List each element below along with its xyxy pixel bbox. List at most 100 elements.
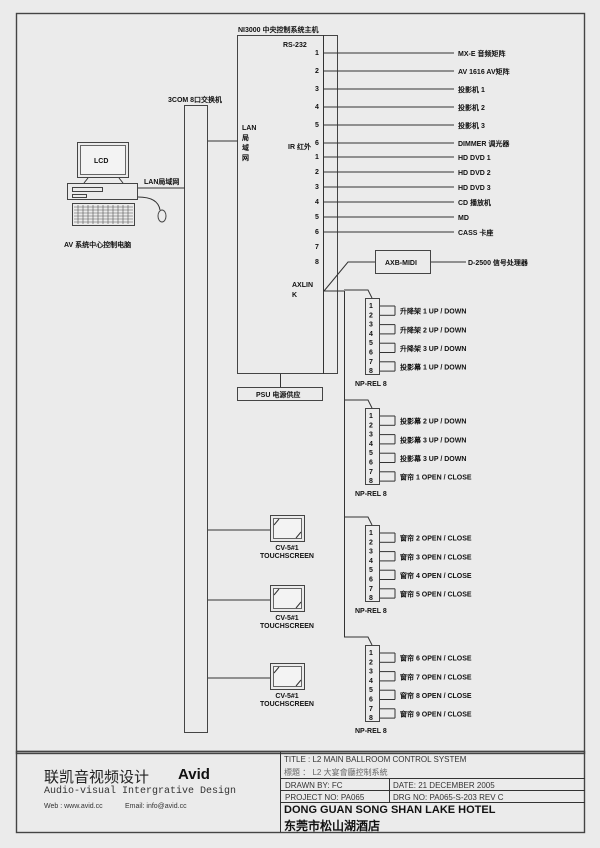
relay-output-label: 升降架 3 UP / DOWN	[400, 344, 466, 353]
project-no: PROJECT NO: PA065	[285, 793, 365, 802]
relay-pin: 8	[369, 715, 373, 722]
psu-label: PSU 电源供应	[256, 390, 300, 399]
port-number: 2	[315, 68, 319, 75]
svg-text:AXLIN: AXLIN	[292, 282, 313, 289]
port-number: 5	[315, 214, 319, 221]
relay-pin: 4	[369, 441, 373, 448]
relay-pin: 2	[369, 312, 373, 319]
ir-port: 6 CASS 卡座	[315, 228, 493, 237]
device-label: AV 1616 AV矩阵	[458, 67, 510, 76]
relay-pin: 2	[369, 539, 373, 546]
relay-output-label: 窗帘 5 OPEN / CLOSE	[400, 589, 472, 598]
relay-pin: 1	[369, 650, 373, 657]
relay-terminal	[365, 298, 380, 375]
touchscreen-type: TOUCHSCREEN	[260, 623, 314, 630]
port-number: 2	[315, 169, 319, 176]
computer-caption: AV 系统中心控制电脑	[64, 240, 131, 249]
port-number: 6	[315, 229, 319, 236]
main-unit-title: NI3000 中央控制系统主机	[238, 25, 319, 34]
relay-pin: 2	[369, 422, 373, 429]
company-name-en: Audio-visual Intergrative Design	[44, 786, 237, 797]
relay-output-label: 窗帘 2 OPEN / CLOSE	[400, 534, 472, 543]
psu-box	[237, 387, 323, 401]
port-number: 7	[315, 244, 319, 251]
relay-output-label: 投影幕 3 UP / DOWN	[400, 454, 466, 463]
device-label: DIMMER 调光器	[458, 139, 510, 148]
port-number: 4	[315, 199, 319, 206]
relay-pin: 4	[369, 331, 373, 338]
rs232-port: 5 投影机 3	[315, 121, 485, 130]
lan-label: LAN 局 域 网	[242, 125, 256, 162]
relay-output-label: 窗帘 9 OPEN / CLOSE	[400, 709, 472, 718]
device-label: 投影机 3	[458, 121, 485, 130]
axb-midi-label: AXB-MIDI	[385, 260, 417, 267]
relay-pin: 3	[369, 322, 373, 329]
port-number: 3	[315, 86, 319, 93]
company-email[interactable]: Email: info@avid.cc	[125, 803, 187, 810]
company-web[interactable]: Web : www.avid.cc	[44, 803, 103, 810]
relay-output-label: 窗帘 8 OPEN / CLOSE	[400, 691, 472, 700]
rs232-port: 3 投影机 1	[315, 85, 485, 94]
title-cn: 標題 ： L2 大宴會廳控制系統	[284, 768, 388, 777]
relay-output-label: 窗帘 7 OPEN / CLOSE	[400, 672, 472, 681]
relay-pin: 4	[369, 678, 373, 685]
ir-label: IR 红外	[288, 142, 311, 151]
rs232-label: RS-232	[283, 42, 307, 49]
axb-midi-box	[375, 250, 431, 274]
device-label: MX-E 音频矩阵	[458, 49, 505, 58]
relay-pin: 1	[369, 303, 373, 310]
touchscreen-model: CV-5#1	[275, 693, 298, 700]
relay-pin: 3	[369, 669, 373, 676]
relay-terminal	[365, 525, 380, 602]
relay-pin: 8	[369, 478, 373, 485]
svg-text:网: 网	[242, 154, 249, 162]
relay-pin: 3	[369, 432, 373, 439]
relay-pin: 7	[369, 706, 373, 713]
relay-pin: 5	[369, 340, 373, 347]
relay-feed-line	[344, 636, 373, 646]
switch-label: 3COM 8口交换机	[168, 95, 222, 104]
relay-pin: 6	[369, 697, 373, 704]
main-unit-box	[237, 35, 338, 374]
relay-pin: 8	[369, 368, 373, 375]
date: DATE: 21 DECEMBER 2005	[393, 781, 495, 790]
midi-output-label: D-2500 信号处理器	[468, 258, 529, 267]
title-block-frame	[15, 750, 586, 834]
port-number: 5	[315, 122, 319, 129]
device-label: HD DVD 3	[458, 185, 491, 192]
computer-lan-label: LAN局域网	[144, 177, 179, 186]
relay-output-label: 窗帘 1 OPEN / CLOSE	[400, 472, 472, 481]
axlink-label: AXLIN K	[292, 282, 313, 299]
relay-pin: 5	[369, 567, 373, 574]
control-computer[interactable]: LCD	[67, 142, 167, 226]
relay-output-label: 窗帘 4 OPEN / CLOSE	[400, 571, 472, 580]
relay-output-label: 投影幕 3 UP / DOWN	[400, 435, 466, 444]
relay-pin: 1	[369, 413, 373, 420]
relay-module-name: NP-REL 8	[355, 728, 387, 735]
touchscreen-type: TOUCHSCREEN	[260, 701, 314, 708]
drawing-no: DRG NO: PA065-S-203 REV C	[393, 793, 504, 802]
lcd-label: LCD	[94, 158, 108, 165]
relay-pin: 8	[369, 595, 373, 602]
svg-text:K: K	[292, 292, 297, 299]
device-label: CD 播放机	[458, 198, 491, 207]
relay-pin: 5	[369, 450, 373, 457]
relay-pin: 7	[369, 469, 373, 476]
svg-text:域: 域	[242, 143, 249, 152]
relay-output-label: 窗帘 3 OPEN / CLOSE	[400, 552, 472, 561]
device-label: 投影机 1	[458, 85, 485, 94]
rs232-port: 2 AV 1616 AV矩阵	[315, 67, 510, 76]
device-label: CASS 卡座	[458, 228, 493, 237]
